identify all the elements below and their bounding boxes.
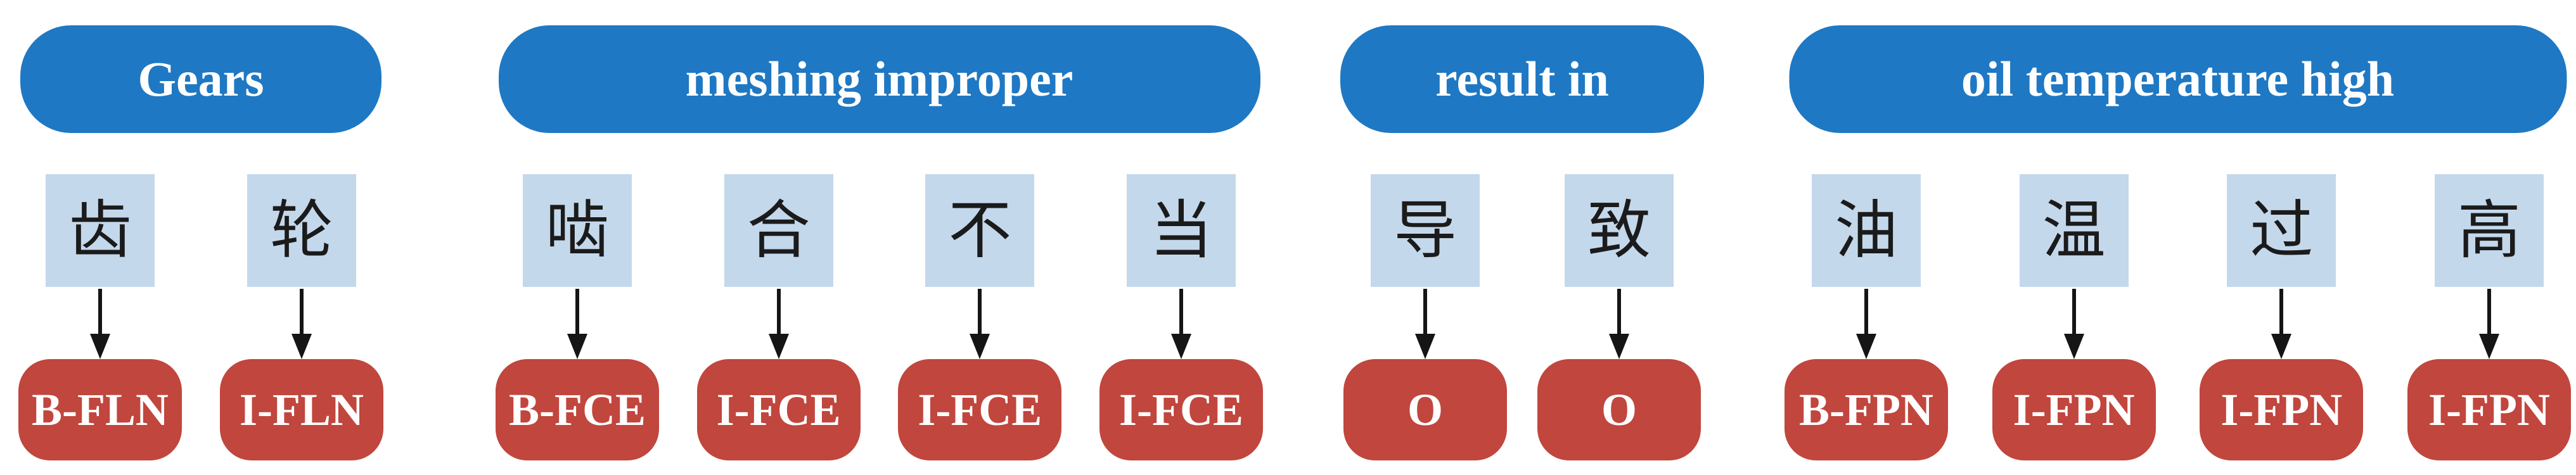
arrow-stem — [1423, 289, 1427, 334]
character-box: 致 — [1565, 174, 1674, 287]
arrow-stem — [1179, 289, 1183, 334]
down-arrow-icon — [292, 287, 312, 359]
arrow-head — [90, 334, 110, 359]
arrow-head — [1415, 334, 1435, 359]
token-row: 油 B-FPN 温 I-FPN 过 I-FPN 高 I-FPN — [1785, 174, 2571, 460]
down-arrow-icon — [1609, 287, 1629, 359]
character-box: 温 — [2019, 174, 2129, 287]
bio-tag-pill: I-FPN — [1992, 359, 2156, 460]
bio-tag-pill: I-FCE — [1099, 359, 1263, 460]
arrow-head — [2271, 334, 2292, 359]
arrow-head — [567, 334, 587, 359]
character-box: 导 — [1371, 174, 1480, 287]
bio-tag-pill: I-FLN — [220, 359, 383, 460]
bio-tag-pill: I-FPN — [2407, 359, 2571, 460]
entity-label-pill: result in — [1340, 25, 1704, 133]
character-box: 齿 — [46, 174, 155, 287]
arrow-stem — [978, 289, 982, 334]
entity-label-pill: Gears — [20, 25, 381, 133]
down-arrow-icon — [2478, 287, 2499, 359]
entity-group-result-in: result in 导 O 致 O — [1340, 0, 1704, 475]
arrow-head — [970, 334, 990, 359]
bio-tag-pill: B-FPN — [1785, 359, 1948, 460]
token-row: 齿 B-FLN 轮 I-FLN — [18, 174, 383, 460]
character-box: 轮 — [247, 174, 356, 287]
token-column: 齿 B-FLN — [18, 174, 182, 460]
token-column: 温 I-FPN — [1992, 174, 2156, 460]
arrow-stem — [2487, 289, 2491, 334]
token-row: 啮 B-FCE 合 I-FCE 不 I-FCE 当 I-FCE — [496, 174, 1263, 460]
token-column: 导 O — [1343, 174, 1507, 460]
down-arrow-icon — [567, 287, 587, 359]
entity-group-meshing-improper: meshing improper 啮 B-FCE 合 I-FCE 不 I-FCE… — [496, 0, 1263, 475]
arrow-head — [1609, 334, 1629, 359]
arrow-stem — [1617, 289, 1621, 334]
character-box: 当 — [1126, 174, 1236, 287]
token-column: 不 I-FCE — [898, 174, 1062, 460]
arrow-head — [1170, 334, 1191, 359]
down-arrow-icon — [2271, 287, 2292, 359]
token-column: 轮 I-FLN — [220, 174, 383, 460]
down-arrow-icon — [768, 287, 789, 359]
entity-label-pill: meshing improper — [498, 25, 1260, 133]
down-arrow-icon — [970, 287, 990, 359]
arrow-head — [1856, 334, 1876, 359]
token-column: 油 B-FPN — [1785, 174, 1948, 460]
bio-tag-pill: I-FCE — [696, 359, 861, 460]
token-column: 当 I-FCE — [1099, 174, 1263, 460]
down-arrow-icon — [90, 287, 110, 359]
character-box: 不 — [925, 174, 1035, 287]
token-column: 过 I-FPN — [2200, 174, 2364, 460]
arrow-head — [2063, 334, 2084, 359]
down-arrow-icon — [1415, 287, 1435, 359]
arrow-stem — [2072, 289, 2076, 334]
arrow-head — [768, 334, 789, 359]
arrow-stem — [2279, 289, 2284, 334]
token-column: 啮 B-FCE — [496, 174, 659, 460]
bio-tag-pill: O — [1343, 359, 1507, 460]
bio-tag-pill: B-FLN — [18, 359, 182, 460]
character-box: 过 — [2227, 174, 2336, 287]
token-row: 导 O 致 O — [1343, 174, 1701, 460]
entity-label-pill: oil temperature high — [1789, 25, 2566, 133]
arrow-stem — [1864, 289, 1868, 334]
bio-tag-pill: I-FCE — [898, 359, 1062, 460]
arrow-head — [292, 334, 312, 359]
token-column: 合 I-FCE — [696, 174, 861, 460]
down-arrow-icon — [2063, 287, 2084, 359]
bio-tag-pill: O — [1537, 359, 1701, 460]
character-box: 高 — [2434, 174, 2544, 287]
arrow-stem — [776, 289, 781, 334]
character-box: 油 — [1812, 174, 1921, 287]
bio-tag-pill: B-FCE — [496, 359, 659, 460]
entity-group-oil-temperature-high: oil temperature high 油 B-FPN 温 I-FPN 过 I… — [1785, 0, 2571, 475]
bio-tag-pill: I-FPN — [2200, 359, 2364, 460]
arrow-stem — [300, 289, 304, 334]
character-box: 啮 — [523, 174, 632, 287]
arrow-head — [2478, 334, 2499, 359]
character-box: 合 — [724, 174, 833, 287]
token-column: 致 O — [1537, 174, 1701, 460]
arrow-stem — [575, 289, 579, 334]
down-arrow-icon — [1170, 287, 1191, 359]
down-arrow-icon — [1856, 287, 1876, 359]
entity-group-gears: Gears 齿 B-FLN 轮 I-FLN — [18, 0, 383, 475]
token-column: 高 I-FPN — [2407, 174, 2571, 460]
arrow-stem — [98, 289, 102, 334]
